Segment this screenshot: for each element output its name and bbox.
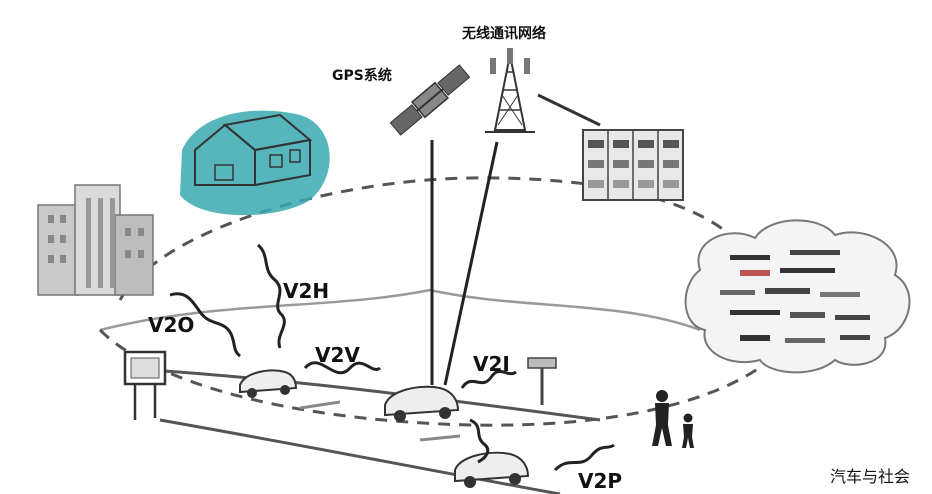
server-rack-icon [582,129,684,201]
cloud-icon [684,219,911,374]
car-icon [454,451,530,488]
cell-tower-icon [485,48,535,133]
watermark: 汽车与社会 [830,467,910,486]
car-car-wave [469,418,490,464]
v2v-wave [303,361,381,375]
v2v-label: V2V [315,343,360,367]
v2i-label: V2I [473,352,510,376]
road-sign-icon [123,350,167,420]
tower-server-link [537,93,601,127]
wireless-network-label: 无线通讯网络 [461,25,546,42]
v2h-wave [256,243,286,349]
house-icon [180,110,330,216]
v2p-label: V2P [578,469,622,493]
city-buildings-icon [37,184,154,296]
network-ring-lower [98,328,771,427]
pedestrian-icon [652,390,694,448]
tower-signal-line [443,141,499,386]
street-sign-icon [527,357,557,405]
car-icon [384,385,460,422]
v2o-wave [169,292,242,358]
gps-label: GPS系统 [332,67,392,84]
v2h-label: V2H [283,279,329,303]
car-icon [239,369,298,398]
road [149,368,601,494]
v2i-wave [460,369,517,389]
network-ring-upper [118,176,731,301]
hill-horizon [99,288,701,332]
v2o-label: V2O [148,313,194,337]
satellite-icon [389,64,471,136]
v2p-wave [553,443,615,472]
